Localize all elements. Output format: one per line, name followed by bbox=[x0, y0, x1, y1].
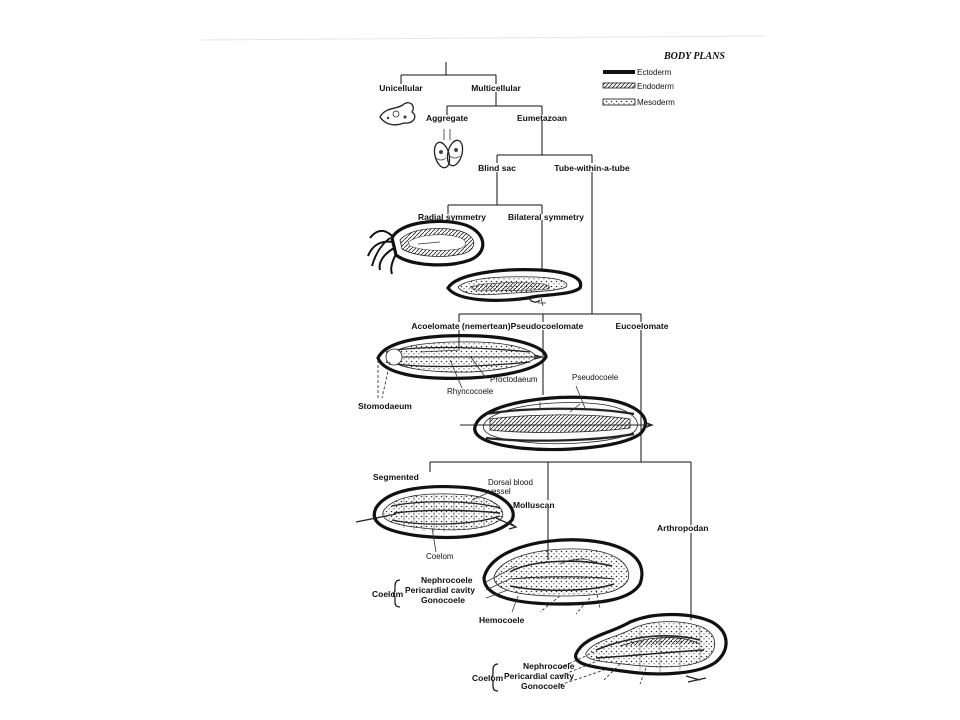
annotation-pericardial-cavity-2: Pericardial cavity bbox=[504, 671, 574, 681]
arthropodan-leader-lines bbox=[559, 651, 605, 686]
annotation-rhyncocoele: Rhyncocoele bbox=[447, 387, 494, 396]
label-acoelomate: Acoelomate (nemertean) bbox=[411, 321, 510, 331]
annotation-proctodaeum: Proctodaeum bbox=[490, 375, 538, 384]
label-pseudocoelomate: Pseudocoelomate bbox=[511, 321, 584, 331]
annotation-coelom-brace-2: Coelom bbox=[472, 673, 504, 683]
scan-edge-line bbox=[199, 35, 766, 41]
molluscan-leader-lines bbox=[485, 565, 517, 599]
acoelomate-nemertean-drawing bbox=[376, 334, 548, 380]
arthropodan-drawing bbox=[574, 612, 728, 685]
annotation-coelom-brace: Coelom bbox=[372, 589, 404, 599]
label-arthropodan: Arthropodan bbox=[657, 523, 708, 533]
annotation-gonocoele: Gonocoele bbox=[421, 595, 465, 605]
annotation-dorsal-blood-line2: vessel bbox=[488, 487, 511, 496]
legend: Ectoderm Endoderm Mesoderm bbox=[602, 68, 675, 107]
radial-symmetry-drawing bbox=[367, 219, 485, 275]
annotation-nephrocoele: Nephrocoele bbox=[421, 575, 473, 585]
legend-endoderm-swatch bbox=[602, 82, 636, 89]
annotation-stomodaeum: Stomodaeum bbox=[358, 401, 412, 411]
pseudocoelomate-drawing bbox=[460, 395, 654, 452]
coelom-brace bbox=[392, 579, 401, 608]
pseudocoele-leader-line bbox=[575, 385, 586, 409]
aggregate-colony-drawing bbox=[433, 129, 464, 169]
label-tube-within-a-tube: Tube-within-a-tube bbox=[554, 163, 630, 173]
stomodaeum-leader-lines bbox=[377, 360, 391, 399]
label-unicellular: Unicellular bbox=[379, 83, 423, 93]
phylogeny-tree bbox=[400, 62, 692, 620]
coelom-leader-line bbox=[431, 527, 437, 553]
label-segmented: Segmented bbox=[373, 472, 419, 482]
legend-ectoderm-swatch bbox=[603, 70, 635, 74]
legend-mesoderm-label: Mesoderm bbox=[637, 98, 675, 107]
legend-endoderm-label: Endoderm bbox=[637, 82, 674, 91]
coelom-brace-2 bbox=[490, 663, 499, 692]
annotation-gonocoele-2: Gonocoele bbox=[521, 681, 565, 691]
acoelomate-leader-lines bbox=[449, 355, 487, 389]
segmented-drawing bbox=[355, 485, 518, 540]
label-blind-sac: Blind sac bbox=[478, 163, 516, 173]
label-aggregate: Aggregate bbox=[426, 113, 468, 123]
hemocoele-leader-line bbox=[511, 595, 519, 613]
page-title: BODY PLANS bbox=[663, 51, 725, 62]
annotation-pseudocoele: Pseudocoele bbox=[572, 373, 619, 382]
annotation-dorsal-blood-line1: Dorsal blood bbox=[488, 478, 533, 487]
label-eucoelomate: Eucoelomate bbox=[616, 321, 669, 331]
legend-ectoderm-label: Ectoderm bbox=[637, 68, 672, 77]
label-radial-symmetry: Radial symmetry bbox=[418, 212, 486, 222]
legend-mesoderm-swatch bbox=[602, 98, 636, 106]
label-bilateral-symmetry: Bilateral symmetry bbox=[508, 212, 584, 222]
annotation-pericardial-cavity: Pericardial cavity bbox=[405, 585, 475, 595]
dorsal-vessel-leader-line bbox=[471, 491, 491, 501]
annotation-nephrocoele-2: Nephrocoele bbox=[523, 661, 575, 671]
unicellular-amoeba-drawing bbox=[379, 102, 416, 126]
label-multicellular: Multicellular bbox=[471, 83, 521, 93]
annotation-hemocoele: Hemocoele bbox=[479, 615, 525, 625]
molluscan-drawing bbox=[482, 538, 644, 615]
label-molluscan: Molluscan bbox=[513, 500, 555, 510]
annotation-coelom: Coelom bbox=[426, 552, 454, 561]
bilateral-symmetry-drawing bbox=[446, 268, 583, 307]
label-eumetazoan: Eumetazoan bbox=[517, 113, 567, 123]
